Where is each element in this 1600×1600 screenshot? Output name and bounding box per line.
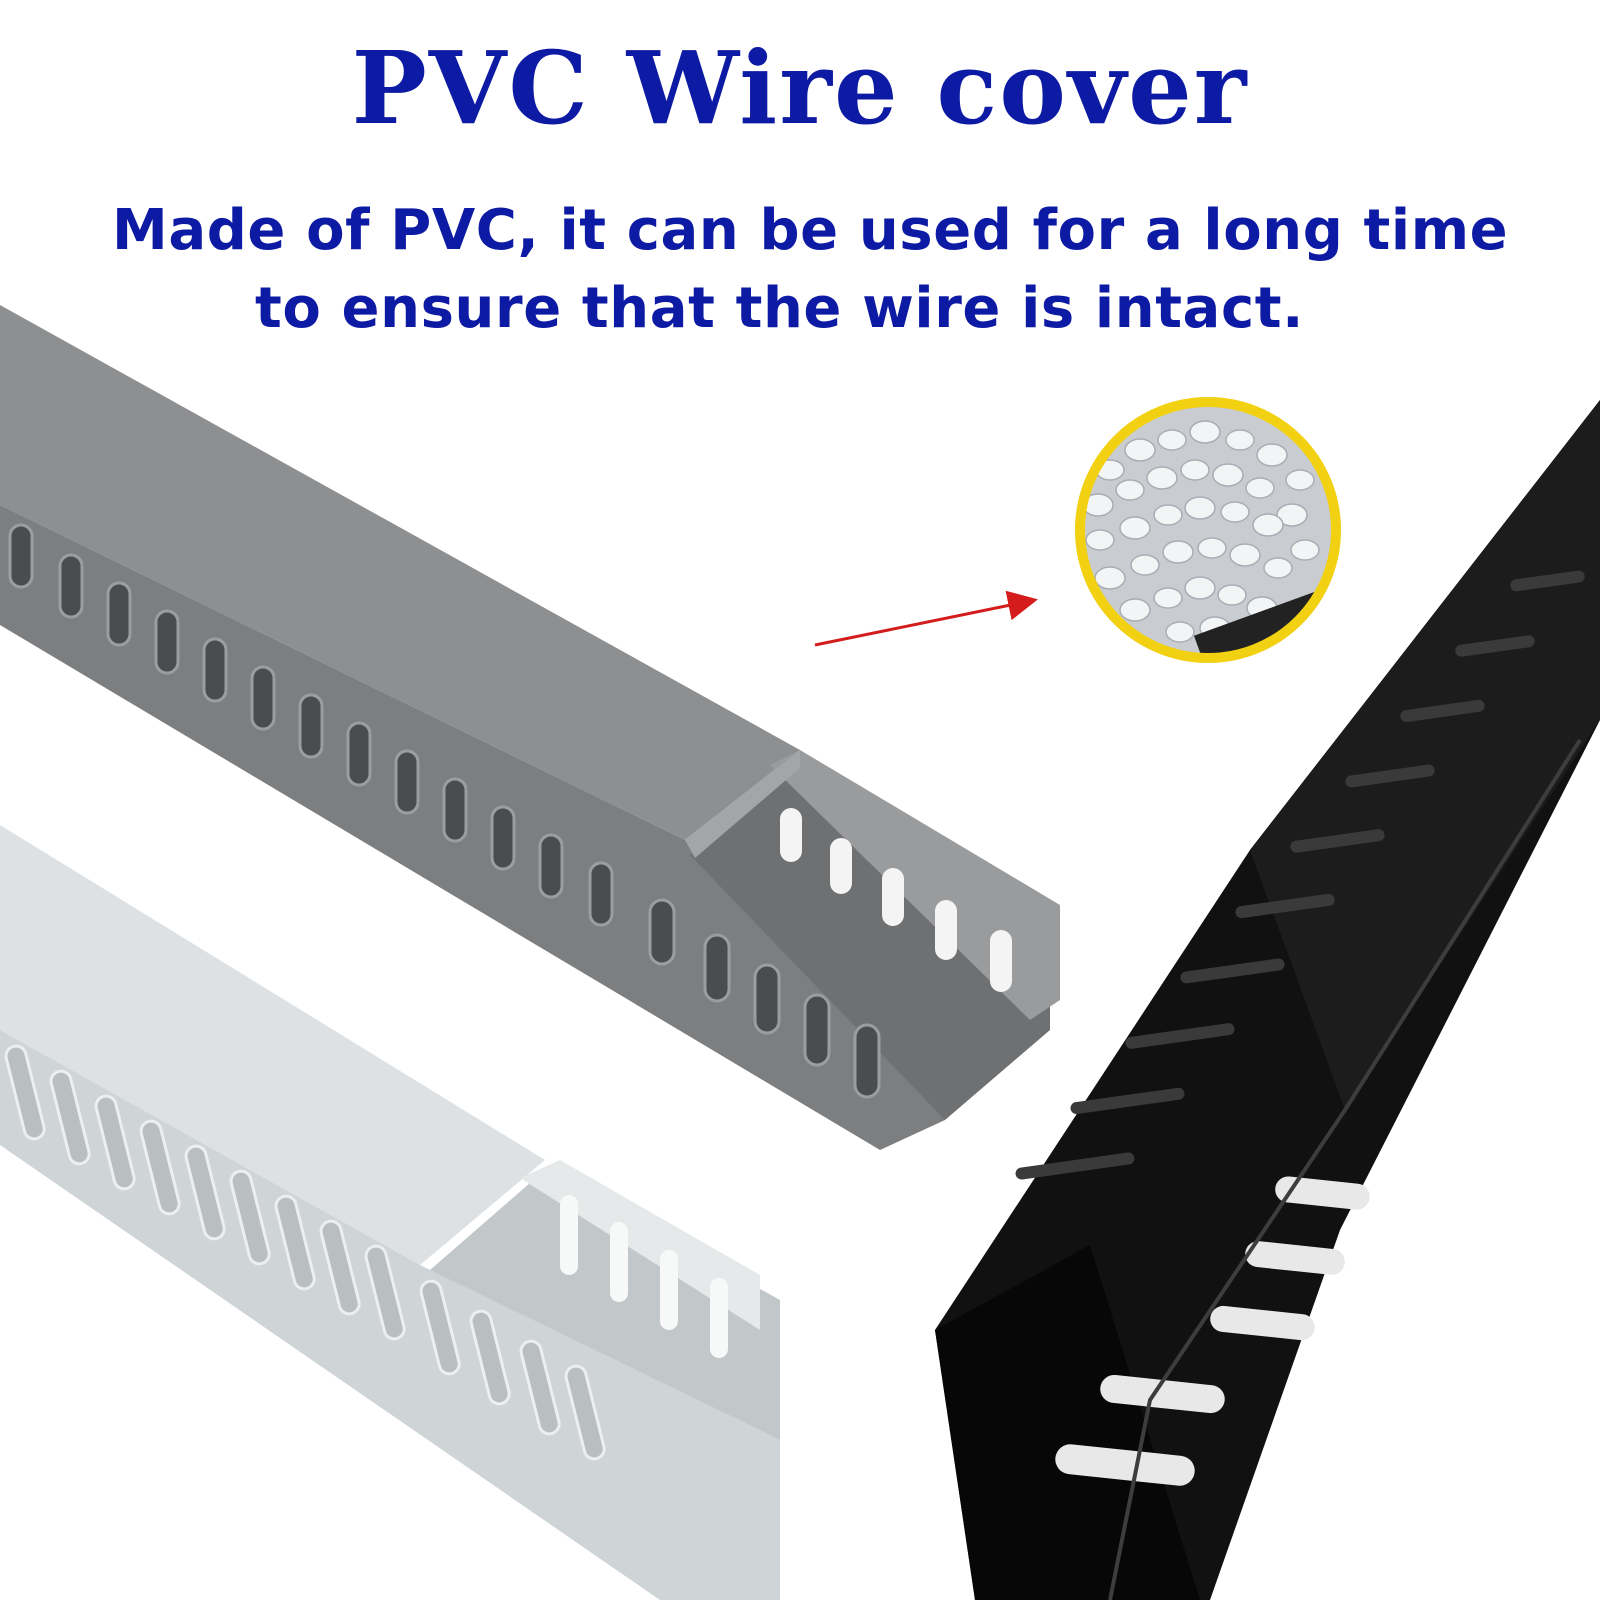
red-arrow-icon xyxy=(814,590,1038,647)
black-duct-side-face xyxy=(1250,400,1600,1110)
gray-duct-lid-end xyxy=(685,750,800,858)
pvc-granules xyxy=(1080,402,1336,658)
gray-duct-back-slots xyxy=(780,808,1012,992)
gray-wire-duct xyxy=(0,305,1060,1150)
white-duct-top-face xyxy=(0,825,545,1265)
white-duct-front-slots xyxy=(4,1044,606,1461)
black-duct-open-end xyxy=(935,1245,1200,1600)
white-wire-duct xyxy=(0,825,780,1600)
page-title: PVC Wire cover xyxy=(351,29,1249,147)
black-duct-inner-slots xyxy=(1055,1176,1370,1486)
black-duct-hinge xyxy=(1108,738,1582,1600)
white-duct-inner-floor xyxy=(430,1170,780,1440)
black-wire-duct xyxy=(935,400,1600,1600)
gray-duct-back-wall xyxy=(770,750,1060,1020)
white-duct-back-slots xyxy=(560,1195,728,1358)
pvc-granules-inset xyxy=(1075,397,1341,663)
subtitle-line-1: Made of PVC, it can be used for a long t… xyxy=(112,198,1509,263)
gray-duct-front-slots xyxy=(8,523,881,1099)
gray-duct-top-face xyxy=(0,305,800,840)
subtitle-line-2: to ensure that the wire is intact. xyxy=(255,276,1304,341)
white-duct-back-wall xyxy=(520,1160,760,1330)
yellow-ring xyxy=(1075,397,1341,663)
black-duct-slots xyxy=(1015,570,1585,1180)
